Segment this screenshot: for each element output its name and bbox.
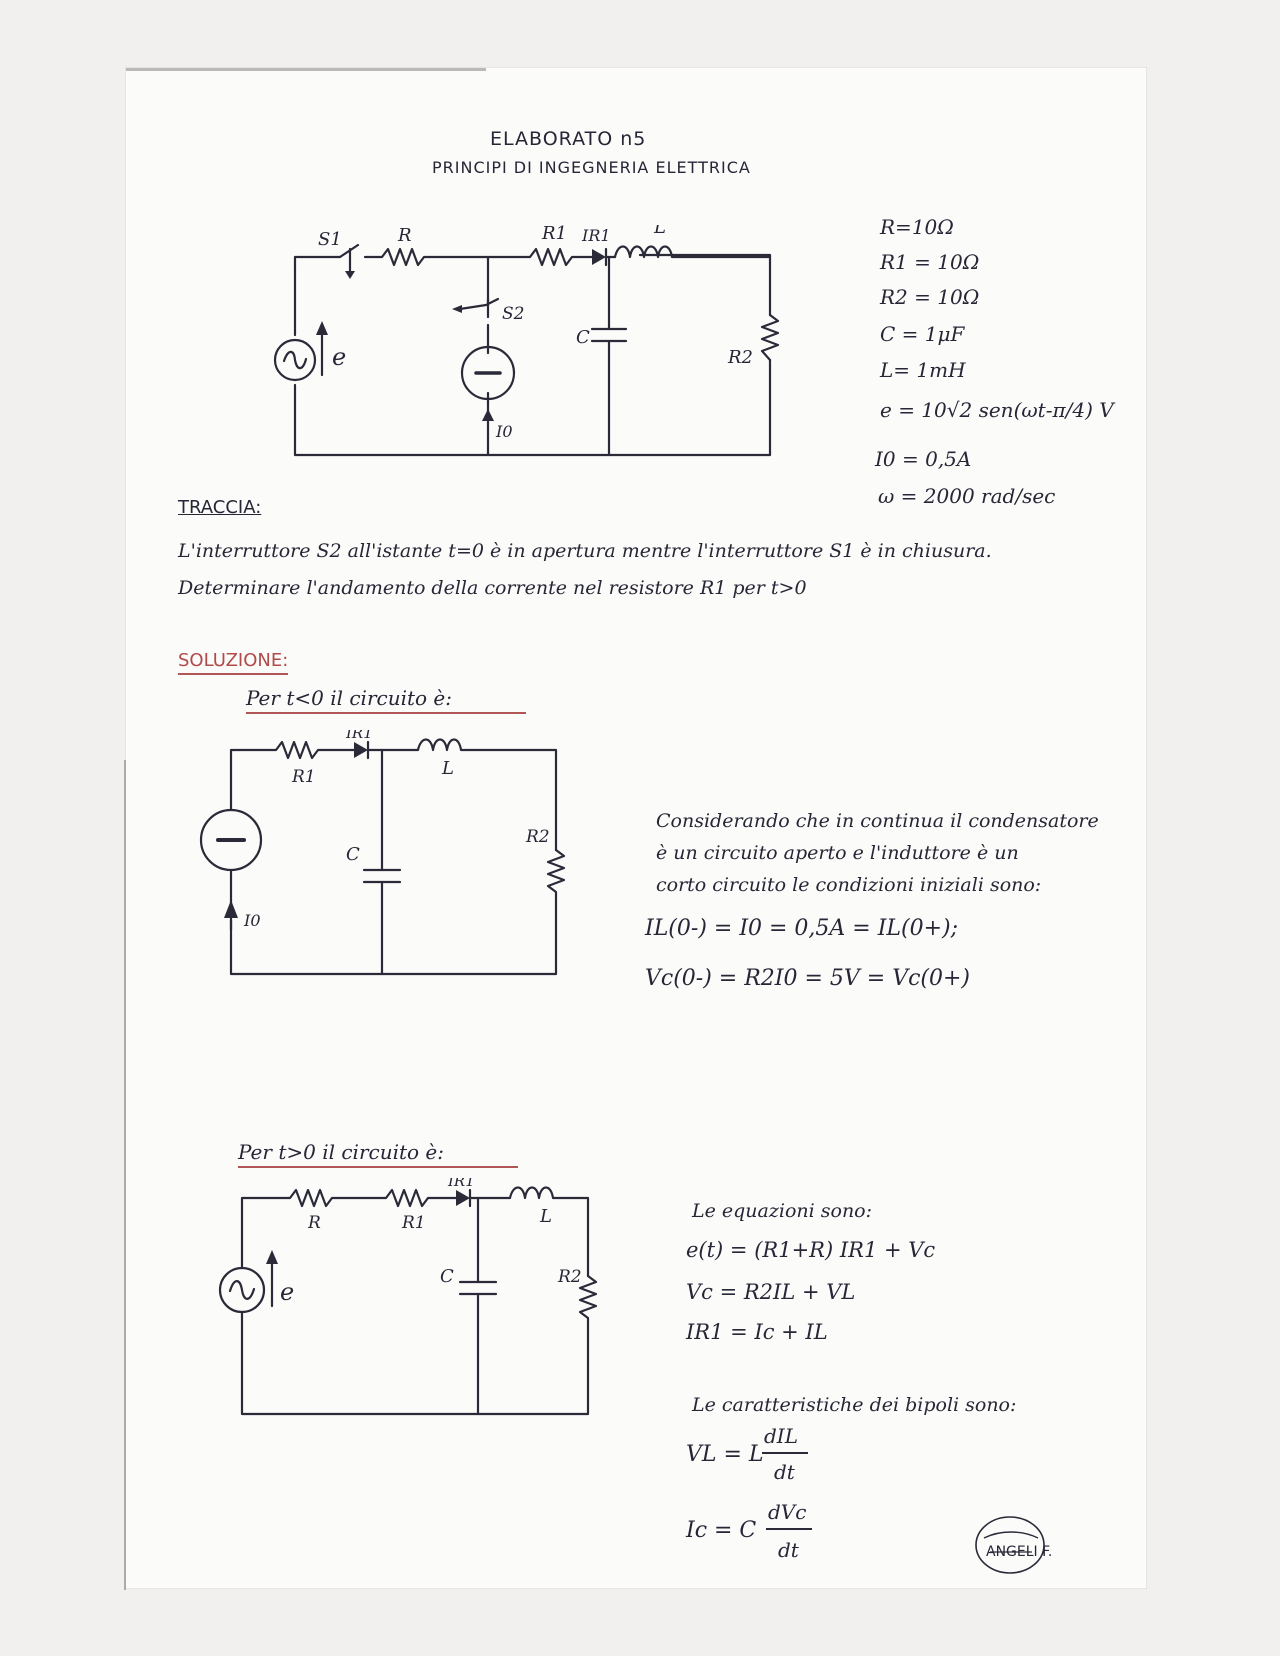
part2-eq-3: IR1 = Ic + IL	[686, 1320, 828, 1344]
label-i0: I0	[495, 422, 513, 441]
label-t0-ir1: IR1	[345, 730, 373, 742]
label-r1: R1	[541, 225, 567, 244]
param-r2: R2 = 10Ω	[880, 285, 980, 309]
param-r: R=10Ω	[880, 215, 954, 239]
char-1-num: dIL	[764, 1424, 798, 1448]
label-t1-e: e	[280, 1278, 294, 1306]
label-t0-i0: I0	[243, 911, 261, 930]
label-s1: S1	[318, 229, 342, 250]
scan-edge-left	[124, 760, 126, 1590]
char-2-den: dt	[778, 1538, 799, 1562]
label-t0-c: C	[346, 844, 360, 865]
part1-eq-1: IL(0-) = I0 = 0,5A = IL(0+);	[645, 916, 959, 941]
circuit-t-pos-diagram: R R1 IR1 L C R2 e	[218, 1178, 598, 1416]
label-t1-c: C	[440, 1266, 454, 1287]
label-l: L	[653, 225, 666, 238]
part2-eq-2: Vc = R2IL + VL	[686, 1280, 856, 1304]
label-e: e	[332, 343, 346, 371]
char-1-fraction-bar	[762, 1452, 808, 1454]
param-omega: ω = 2000 rad/sec	[878, 484, 1056, 508]
part2-char-heading: Le caratteristiche dei bipoli sono:	[692, 1394, 1017, 1416]
label-r2: R2	[727, 347, 753, 368]
char-2-fraction-bar	[766, 1528, 812, 1530]
param-e: e = 10√2 sen(ωt-π/4) V	[880, 398, 1114, 422]
traccia-line-2: Determinare l'andamento della corrente n…	[178, 577, 807, 599]
label-t1-l: L	[539, 1206, 552, 1227]
char-2-num: dVc	[768, 1500, 807, 1524]
param-i0: I0 = 0,5A	[875, 447, 972, 471]
part2-heading: Per t>0 il circuito è:	[238, 1140, 518, 1168]
char-2-lhs: Ic = C	[686, 1518, 757, 1543]
param-c: C = 1μF	[880, 322, 965, 346]
label-t1-r2: R2	[557, 1267, 582, 1287]
param-l: L= 1mH	[880, 358, 966, 382]
label-s2: S2	[502, 304, 524, 324]
part1-heading: Per t<0 il circuito è:	[246, 686, 526, 714]
part1-text-3: corto circuito le condizioni iniziali so…	[656, 874, 1042, 896]
signature-stamp	[975, 1516, 1045, 1574]
page-subtitle: PRINCIPI DI INGEGNERIA ELETTRICA	[432, 158, 751, 177]
label-t0-l: L	[441, 758, 454, 779]
traccia-heading: TRACCIA:	[178, 497, 262, 518]
part1-eq-2: Vc(0-) = R2I0 = 5V = Vc(0+)	[645, 966, 971, 991]
label-ir1: IR1	[581, 226, 611, 245]
param-r1: R1 = 10Ω	[880, 250, 980, 274]
traccia-line-1: L'interruttore S2 all'istante t=0 è in a…	[178, 540, 992, 562]
circuit-main-diagram: S1 R R1 IR1 L S2 C R2 e I0	[273, 225, 780, 457]
part1-text-1: Considerando che in continua il condensa…	[656, 810, 1099, 832]
label-t0-r2: R2	[525, 827, 550, 847]
signature-text: ANGELI F.	[986, 1544, 1053, 1560]
char-1-den: dt	[774, 1460, 795, 1484]
label-t1-r: R	[307, 1213, 321, 1233]
label-t1-ir1: IR1	[447, 1178, 475, 1190]
scan-edge-top	[126, 68, 486, 71]
label-r: R	[397, 225, 412, 246]
part2-eq-heading: Le equazioni sono:	[692, 1200, 873, 1222]
soluzione-heading: SOLUZIONE:	[178, 650, 289, 675]
part1-text-2: è un circuito aperto e l'induttore è un	[656, 842, 1019, 864]
page-title: ELABORATO n5	[490, 128, 647, 150]
label-t0-r1: R1	[291, 767, 316, 787]
label-t1-r1: R1	[401, 1213, 426, 1233]
part2-eq-1: e(t) = (R1+R) IR1 + Vc	[686, 1238, 936, 1262]
char-1-lhs: VL = L	[686, 1442, 764, 1467]
label-c: C	[576, 327, 590, 348]
circuit-t-neg-diagram: R1 IR1 L C R2 I0	[199, 730, 566, 976]
